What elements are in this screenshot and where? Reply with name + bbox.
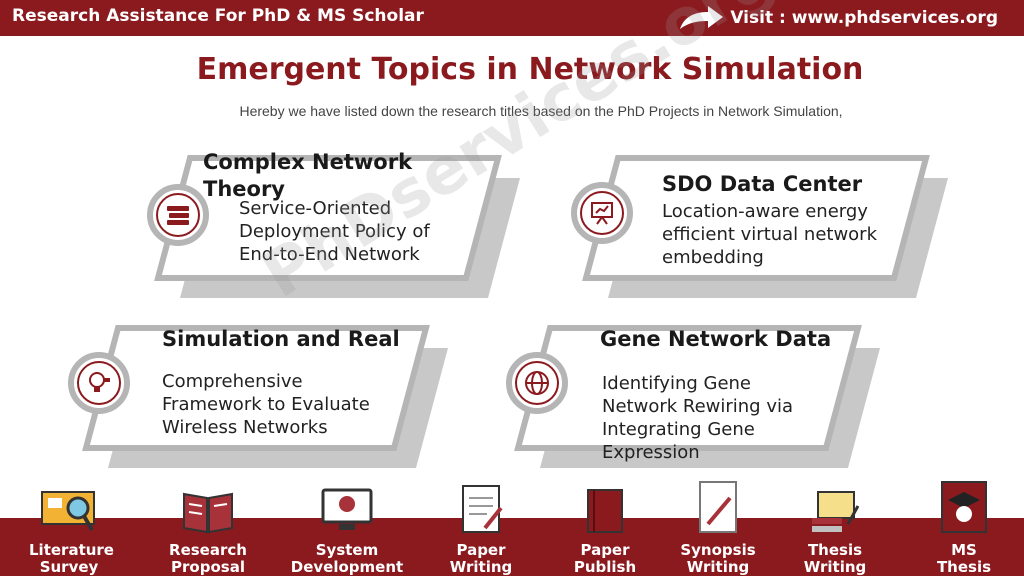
service-research-proposal[interactable]: Research Proposal (138, 480, 278, 576)
service-ms-thesis[interactable]: MS Thesis (894, 480, 1024, 576)
service-label: Paper Publish (573, 541, 637, 576)
service-label: System Development (290, 541, 404, 576)
topic-description: Service-Oriented Deployment Policy of En… (239, 198, 430, 265)
service-literature-survey[interactable]: Literature Survey (0, 480, 139, 576)
pen-paper-icon (699, 481, 737, 533)
topic-title: Simulation and Real (162, 327, 400, 351)
services-bar (0, 518, 1024, 576)
red-book-icon (587, 489, 623, 533)
topic-description: Identifying Gene Network Rewiring via In… (602, 373, 794, 463)
topic-card-frame (154, 155, 520, 298)
magnifier-board-icon (41, 491, 95, 531)
topic-title: SDO Data Center (662, 172, 863, 196)
open-book-icon (183, 492, 233, 534)
scroll-icon (812, 491, 860, 532)
lightbulb-icon (89, 372, 110, 392)
topic-card-frame (514, 325, 880, 468)
topic-description: Comprehensive Framework to Evaluate Wire… (162, 371, 370, 438)
presentation-icon (591, 202, 613, 225)
topic-icon-badge (68, 352, 130, 414)
topic-description: Location-aware energy efficient virtual … (662, 201, 878, 268)
computer-icon (321, 488, 373, 530)
topic-title: Gene Network Data (600, 327, 832, 351)
arrow-icon (680, 6, 724, 29)
service-paper-publish[interactable]: Paper Publish (535, 480, 675, 576)
service-label: Paper Writing (449, 541, 513, 576)
brand-title: Research Assistance For PhD & MS Scholar (12, 6, 424, 26)
page-title: Emergent Topics in Network Simulation (196, 52, 864, 87)
service-label: Thesis Writing (803, 541, 867, 576)
service-label: Literature Survey (29, 541, 114, 576)
topic-title: Complex Network Theory (203, 150, 413, 201)
service-thesis-writing[interactable]: Thesis Writing (765, 480, 905, 576)
topic-icon-badge (571, 182, 633, 244)
books-icon (167, 206, 189, 225)
page-subtitle: Hereby we have listed down the research … (239, 103, 843, 119)
service-label: Synopsis Writing (680, 541, 756, 576)
clipboard-icon (462, 485, 503, 533)
graduate-icon (941, 481, 987, 533)
topic-icon-badge (506, 352, 568, 414)
visit-text[interactable]: Visit : www.phdservices.org (730, 8, 998, 28)
globe-icon (525, 371, 549, 395)
service-paper-writing[interactable]: Paper Writing (411, 480, 551, 576)
service-label: Research Proposal (169, 541, 247, 576)
header-bar: Research Assistance For PhD & MS Scholar… (0, 0, 1024, 36)
topic-card-frame (582, 155, 948, 298)
topic-card-frame (82, 325, 448, 468)
topic-icon-badge (147, 184, 209, 246)
service-system-development[interactable]: System Development (277, 480, 417, 576)
service-label: MS Thesis (936, 541, 992, 576)
service-synopsis-writing[interactable]: Synopsis Writing (648, 480, 788, 576)
visit-link[interactable]: Visit : www.phdservices.org (678, 4, 998, 32)
